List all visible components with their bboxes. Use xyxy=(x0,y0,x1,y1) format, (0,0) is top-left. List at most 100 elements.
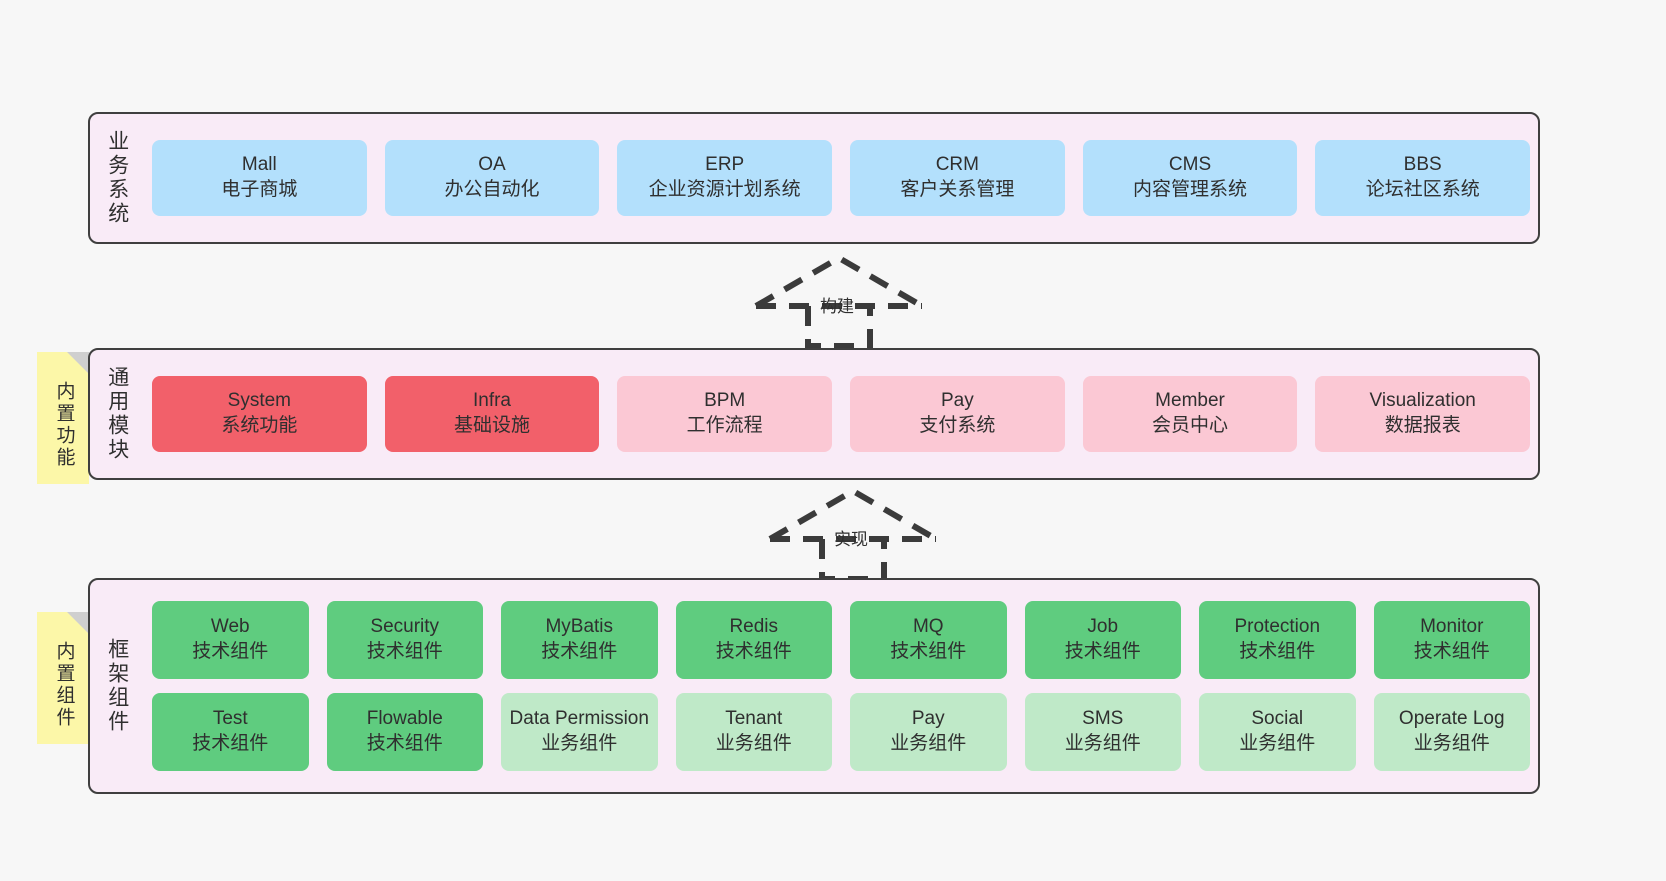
card-erp-name: ERP xyxy=(705,154,745,176)
card-system-name: System xyxy=(227,390,292,412)
card-security-name: Security xyxy=(370,616,440,638)
card-tenant[interactable]: Tenant 业务组件 xyxy=(675,693,832,771)
card-cms-name: CMS xyxy=(1168,154,1212,176)
common-card-row: System 系统功能 Infra 基础设施 BPM 工作流程 Pay 支付系统… xyxy=(152,376,1531,452)
card-crm-name: CRM xyxy=(935,154,979,176)
card-web-name: Web xyxy=(210,616,250,638)
card-mq-desc: 技术组件 xyxy=(890,641,967,662)
card-cms-desc: 内容管理系统 xyxy=(1133,179,1248,200)
layer-body-business: Mall 电子商城 OA 办公自动化 ERP 企业资源计划系统 CRM 客户关系… xyxy=(144,114,1538,242)
card-protection-name: Protection xyxy=(1234,616,1321,638)
card-pay-module-name: Pay xyxy=(940,390,974,412)
card-infra-desc: 基础设施 xyxy=(454,415,531,436)
card-bpm-name: BPM xyxy=(704,390,746,412)
card-pay-component-name: Pay xyxy=(911,708,945,730)
card-member-name: Member xyxy=(1155,390,1225,412)
card-mybatis-name: MyBatis xyxy=(545,616,614,638)
arrow-implement: 实现 xyxy=(768,487,938,582)
card-bbs[interactable]: BBS 论坛社区系统 xyxy=(1315,140,1531,216)
card-mybatis-desc: 技术组件 xyxy=(541,641,618,662)
card-data-permission[interactable]: Data Permission 业务组件 xyxy=(501,693,658,771)
card-redis-desc: 技术组件 xyxy=(715,641,792,662)
card-visualization[interactable]: Visualization 数据报表 xyxy=(1315,376,1531,452)
card-bbs-name: BBS xyxy=(1403,154,1442,176)
card-job-name: Job xyxy=(1087,616,1119,638)
note-fold-corner-icon xyxy=(67,612,89,634)
layer-business-systems: 业务系统 Mall 电子商城 OA 办公自动化 ERP 企业资源计划系统 CRM… xyxy=(88,112,1540,244)
card-monitor[interactable]: Monitor 技术组件 xyxy=(1373,601,1530,679)
card-pay-module[interactable]: Pay 支付系统 xyxy=(850,376,1065,452)
card-tenant-name: Tenant xyxy=(725,708,783,730)
card-sms-desc: 业务组件 xyxy=(1064,733,1141,754)
arrow-build-glyph xyxy=(754,254,924,349)
note-builtin-features-label: 内置功能 xyxy=(53,381,75,469)
card-erp-desc: 企业资源计划系统 xyxy=(648,179,801,200)
arrow-implement-label: 实现 xyxy=(834,530,868,549)
card-mall[interactable]: Mall 电子商城 xyxy=(152,140,367,216)
layer-title-framework: 框架组件 xyxy=(105,638,129,734)
card-pay-module-desc: 支付系统 xyxy=(919,415,996,436)
card-monitor-desc: 技术组件 xyxy=(1413,641,1490,662)
card-operate-log-name: Operate Log xyxy=(1398,708,1505,730)
card-flowable-name: Flowable xyxy=(366,708,443,730)
layer-title-common: 通用模块 xyxy=(105,366,129,462)
arrow-build-label: 构建 xyxy=(820,297,854,316)
card-social[interactable]: Social 业务组件 xyxy=(1199,693,1356,771)
card-infra[interactable]: Infra 基础设施 xyxy=(384,376,600,452)
layer-title-business: 业务系统 xyxy=(105,130,129,226)
card-monitor-name: Monitor xyxy=(1420,616,1484,638)
card-flowable[interactable]: Flowable 技术组件 xyxy=(326,693,483,771)
card-system[interactable]: System 系统功能 xyxy=(152,376,367,452)
layer-common-modules: 通用模块 System 系统功能 Infra 基础设施 BPM 工作流程 Pay… xyxy=(88,348,1540,480)
card-test-name: Test xyxy=(212,708,248,730)
card-sms[interactable]: SMS 业务组件 xyxy=(1024,693,1181,771)
card-protection[interactable]: Protection 技术组件 xyxy=(1199,601,1356,679)
card-social-name: Social xyxy=(1251,708,1304,730)
layer-framework-components: 框架组件 Web 技术组件 Security 技术组件 MyBatis 技术组件… xyxy=(88,578,1540,794)
card-cms[interactable]: CMS 内容管理系统 xyxy=(1082,140,1298,216)
card-oa-desc: 办公自动化 xyxy=(444,179,540,200)
card-mq[interactable]: MQ 技术组件 xyxy=(850,601,1007,679)
note-builtin-components: 内置组件 xyxy=(37,612,89,744)
card-oa-name: OA xyxy=(478,154,506,176)
card-job[interactable]: Job 技术组件 xyxy=(1024,601,1181,679)
card-sms-name: SMS xyxy=(1082,708,1124,730)
card-operate-log-desc: 业务组件 xyxy=(1413,733,1490,754)
card-infra-name: Infra xyxy=(472,390,512,412)
layer-body-common: System 系统功能 Infra 基础设施 BPM 工作流程 Pay 支付系统… xyxy=(144,350,1538,478)
note-builtin-components-label: 内置组件 xyxy=(53,641,75,729)
layer-body-framework: Web 技术组件 Security 技术组件 MyBatis 技术组件 Redi… xyxy=(144,580,1538,792)
card-operate-log[interactable]: Operate Log 业务组件 xyxy=(1373,693,1530,771)
card-redis[interactable]: Redis 技术组件 xyxy=(675,601,832,679)
card-tenant-desc: 业务组件 xyxy=(715,733,792,754)
card-test[interactable]: Test 技术组件 xyxy=(152,693,309,771)
card-mybatis[interactable]: MyBatis 技术组件 xyxy=(501,601,658,679)
card-data-permission-name: Data Permission xyxy=(509,708,649,730)
card-erp[interactable]: ERP 企业资源计划系统 xyxy=(617,140,833,216)
card-visualization-desc: 数据报表 xyxy=(1384,415,1461,436)
card-mq-name: MQ xyxy=(912,616,944,638)
card-web[interactable]: Web 技术组件 xyxy=(152,601,309,679)
framework-tech-row: Web 技术组件 Security 技术组件 MyBatis 技术组件 Redi… xyxy=(152,601,1530,679)
card-test-desc: 技术组件 xyxy=(192,733,269,754)
card-protection-desc: 技术组件 xyxy=(1239,641,1316,662)
card-visualization-name: Visualization xyxy=(1369,390,1476,412)
card-pay-component[interactable]: Pay 业务组件 xyxy=(850,693,1007,771)
card-bpm[interactable]: BPM 工作流程 xyxy=(617,376,833,452)
card-member-desc: 会员中心 xyxy=(1152,415,1229,436)
card-bbs-desc: 论坛社区系统 xyxy=(1365,179,1480,200)
card-social-desc: 业务组件 xyxy=(1239,733,1316,754)
card-data-permission-desc: 业务组件 xyxy=(541,733,618,754)
arrow-build: 构建 xyxy=(754,254,924,349)
note-builtin-features: 内置功能 xyxy=(37,352,89,484)
card-flowable-desc: 技术组件 xyxy=(366,733,443,754)
card-oa[interactable]: OA 办公自动化 xyxy=(384,140,600,216)
card-crm[interactable]: CRM 客户关系管理 xyxy=(850,140,1065,216)
business-card-row: Mall 电子商城 OA 办公自动化 ERP 企业资源计划系统 CRM 客户关系… xyxy=(152,140,1531,216)
card-redis-name: Redis xyxy=(729,616,779,638)
card-security[interactable]: Security 技术组件 xyxy=(326,601,483,679)
card-web-desc: 技术组件 xyxy=(192,641,269,662)
card-mall-name: Mall xyxy=(241,154,277,176)
card-member[interactable]: Member 会员中心 xyxy=(1082,376,1298,452)
